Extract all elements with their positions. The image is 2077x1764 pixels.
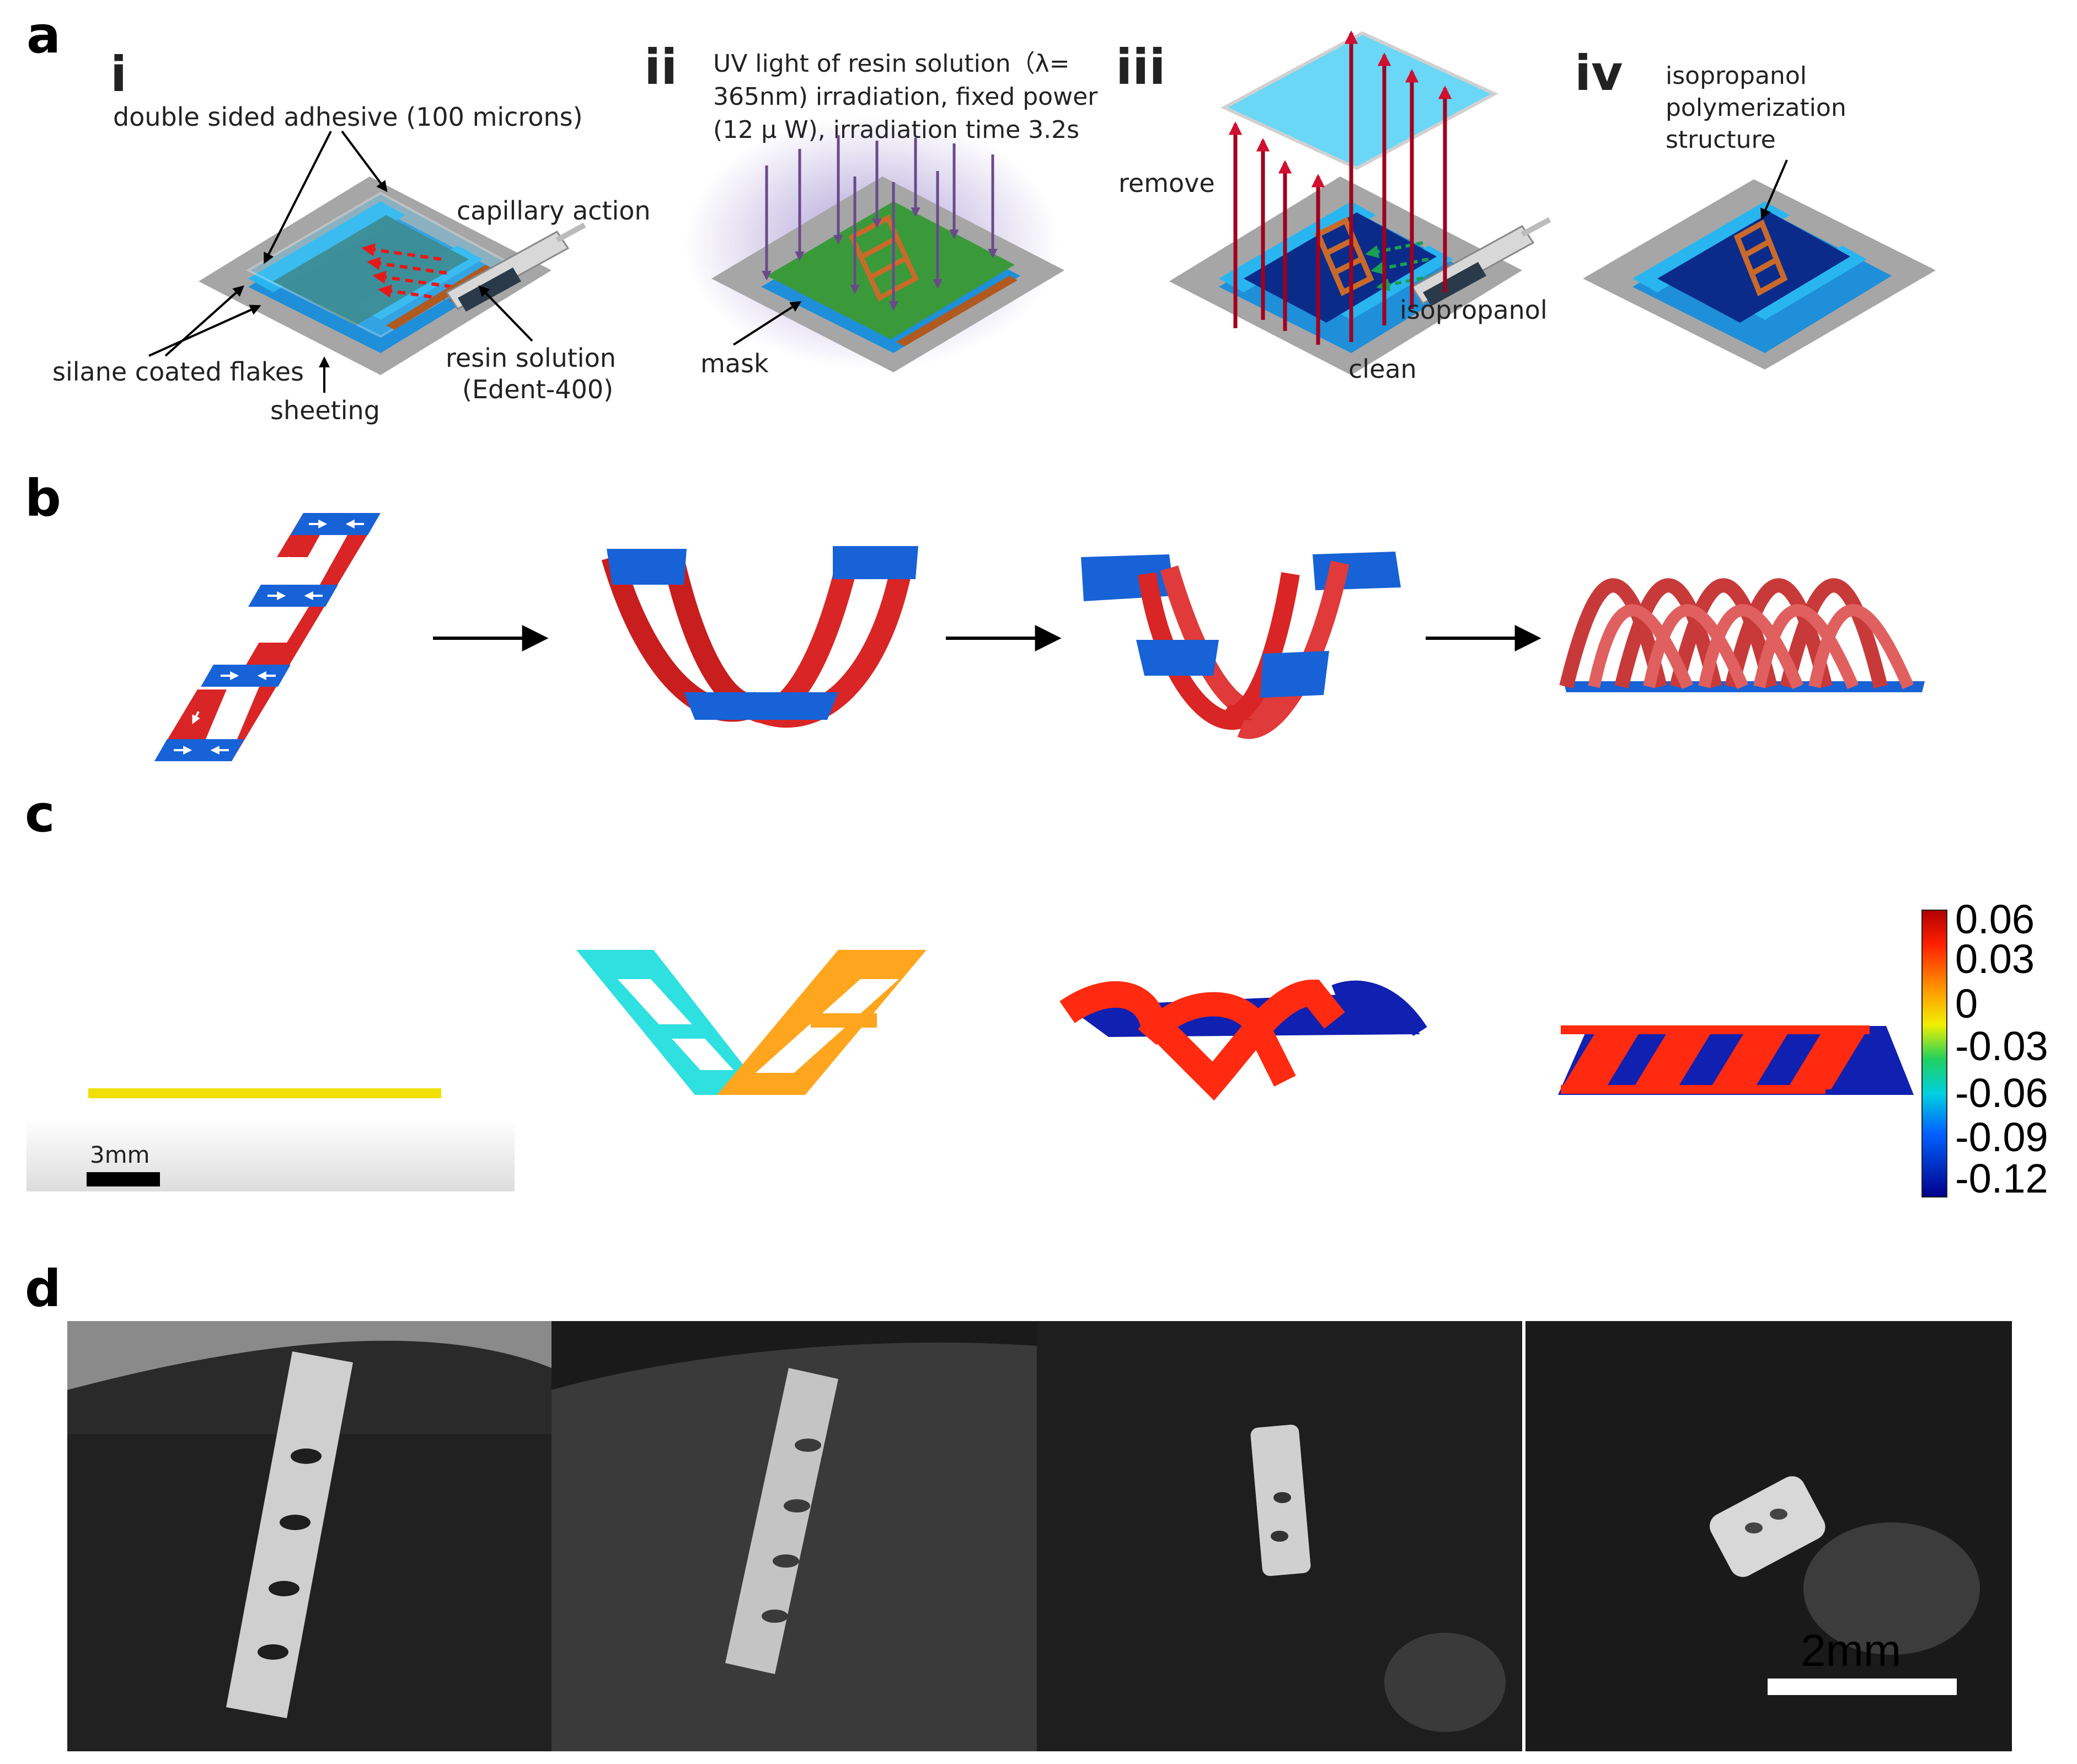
photo-4: 2mm	[1525, 1321, 2012, 1751]
photo-2	[552, 1321, 1037, 1751]
colorbar-tick: 0.06	[1955, 896, 2035, 942]
colorbar-tick: -0.09	[1955, 1114, 2048, 1160]
uv-arrow-icon	[762, 135, 998, 311]
blue-pad	[201, 665, 291, 687]
step-iv-numeral: iv	[1575, 45, 1623, 101]
label-resin-2: (Edent-400)	[462, 375, 613, 404]
label-remove: remove	[1118, 168, 1215, 198]
step-iii-numeral: iii	[1116, 39, 1166, 95]
label-sheeting: sheeting	[270, 395, 380, 425]
ladder-specimen	[226, 1351, 353, 1718]
label-isopropanol: isopropanol	[1400, 295, 1548, 325]
remove-arrows	[1228, 30, 1452, 345]
photo-3	[1037, 1321, 1523, 1751]
colorbar-tick: -0.03	[1955, 1023, 2048, 1069]
colorbar-gradient	[1921, 910, 1947, 1198]
scale-bar-label: 3mm	[90, 1141, 150, 1168]
label-silane: silane coated flakes	[52, 357, 304, 387]
label-iv-3: structure	[1666, 126, 1776, 154]
label-resin-1: resin solution	[446, 343, 616, 373]
sim-twisted	[1059, 979, 1427, 1101]
panel-label-a: a	[26, 6, 61, 65]
blue-pad	[291, 513, 381, 535]
step-iv: iv isopropanol polymerization structure	[1575, 45, 1936, 370]
panel-d: d	[25, 1259, 2012, 1751]
helix-structure	[1559, 578, 1925, 692]
blue-pad	[248, 585, 338, 607]
bent-ladder-v	[601, 546, 918, 728]
scale-bar	[1768, 1679, 1957, 1695]
iii-ladder-pattern	[1314, 217, 1374, 296]
flat-ladder-pattern	[154, 513, 381, 761]
panel-label-b: b	[25, 469, 61, 528]
flat-ladder-arrows	[174, 520, 364, 755]
panel-label-d: d	[25, 1259, 61, 1318]
label-adhesive: double sided adhesive (100 microns)	[113, 102, 583, 132]
step-i-numeral: i	[110, 46, 127, 103]
sim-v-shape	[576, 950, 927, 1095]
colorbar-tick: 0	[1955, 981, 1978, 1027]
label-uv-1: UV light of resin solution（λ=	[713, 50, 1070, 78]
step-ii: ii UV light of resin solution（λ= 365nm) …	[644, 39, 1098, 378]
top-glass-removed	[1220, 31, 1498, 170]
step-iii: iii rem	[1116, 30, 1551, 384]
label-iv-2: polymerization	[1666, 94, 1846, 122]
scale-bar-label: 2mm	[1801, 1626, 1901, 1676]
photo-1	[67, 1321, 552, 1751]
colorbar: 0.06 0.03 0 -0.03 -0.06 -0.09 -0.12	[1921, 896, 2048, 1201]
blue-pad	[154, 739, 244, 761]
ii-inlet	[896, 276, 1018, 346]
panel-b: b	[25, 469, 1925, 761]
label-uv-2: 365nm) irradiation, fixed power	[713, 83, 1098, 111]
resin-film	[273, 215, 469, 325]
label-clean: clean	[1348, 354, 1417, 384]
panel-a: a i double sided adhesive (100 microns) …	[26, 6, 1936, 425]
flat-strip-view: 3mm	[26, 1088, 515, 1191]
colorbar-tick: -0.12	[1955, 1156, 2048, 1201]
sim-helix	[1558, 1025, 1914, 1095]
scale-bar	[87, 1172, 160, 1186]
iv-ladder-pattern	[1733, 219, 1788, 297]
label-capillary: capillary action	[457, 196, 651, 226]
adhesive-strip-left	[248, 201, 405, 292]
label-iv-1: isopropanol	[1666, 62, 1807, 90]
rolled-specimen	[1710, 1476, 1826, 1577]
step-i: i double sided adhesive (100 microns) ca…	[52, 46, 651, 425]
panel-c: c 3mm 0.06 0.03 0 -0	[25, 784, 2048, 1201]
label-mask: mask	[700, 349, 769, 378]
colorbar-tick: 0.03	[1955, 936, 2035, 982]
step-ii-numeral: ii	[644, 39, 677, 95]
colorbar-tick: -0.06	[1955, 1070, 2048, 1116]
iv-substrate	[1657, 212, 1850, 323]
syringe-icon	[1410, 217, 1551, 306]
panel-label-c: c	[25, 784, 55, 843]
twisting-ladder	[1081, 552, 1401, 739]
